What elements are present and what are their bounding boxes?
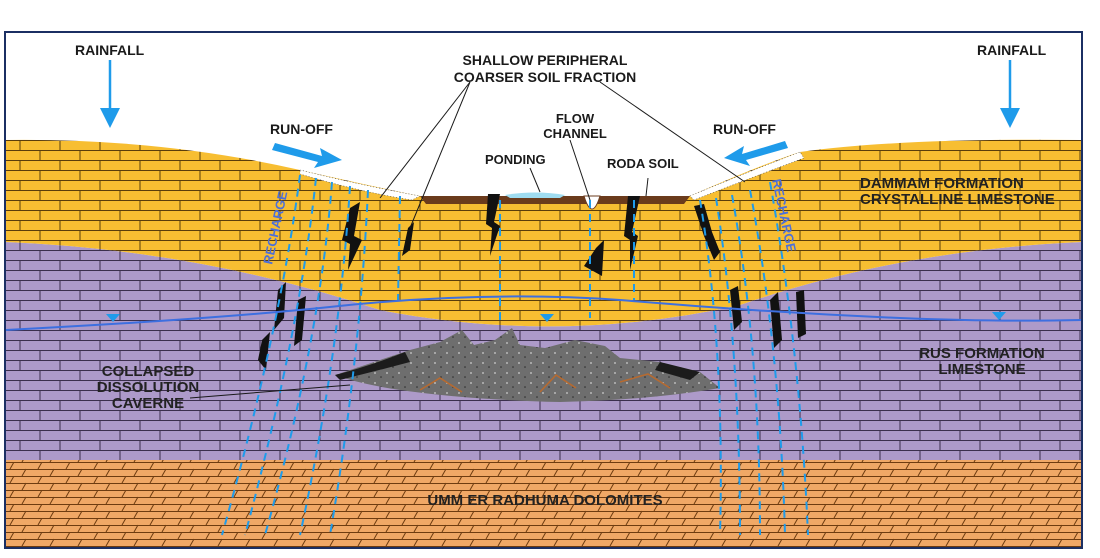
shallow-peripheral-label: SHALLOW PERIPHERAL [463,52,628,68]
collapsed-label: COLLAPSED [102,363,195,380]
umm-er-radhuma-label: UMM ER RADHUMA DOLOMITES [427,492,662,509]
leader-lines [189,81,746,399]
flow-channel-notch [583,195,601,210]
crystalline-limestone-label: CRYSTALLINE LIMESTONE [860,191,1055,208]
rus-formation-label: RUS FORMATION [919,345,1045,362]
dissolution-label: DISSOLUTION [97,379,200,396]
coarse-soil-fraction [299,169,421,201]
rus-limestone-label: LIMESTONE [938,361,1025,378]
water-table-marker-center [540,314,554,322]
flow-label: FLOW [556,111,595,126]
rainfall-label-right: RAINFALL [977,42,1047,58]
roda-soil-label: RODA SOIL [607,156,679,171]
water-table-marker-right [992,312,1006,320]
ponding-water [505,192,565,198]
dammam-formation-layer [6,139,1081,327]
dammam-formation-label: DAMMAM FORMATION [860,175,1024,192]
water-table-marker-left [106,314,120,322]
channel-label: CHANNEL [543,126,607,141]
coarse-soil-fraction-right [689,151,805,201]
runoff-arrow-left [272,143,342,168]
umm-er-radhuma-layer [6,460,1081,547]
ponding-label: PONDING [485,152,546,167]
runoff-arrow-right [724,141,788,166]
recharge-flow-lines [221,174,809,536]
coarser-soil-fraction-label: COARSER SOIL FRACTION [454,69,637,85]
runoff-label-left: RUN-OFF [270,121,333,137]
cavern-dark-top-right [655,362,700,380]
runoff-label-right: RUN-OFF [713,121,776,137]
water-table-line [5,295,1082,331]
rainfall-label-left: RAINFALL [75,42,145,58]
cavern-fracture-lines [419,373,671,393]
caverne-label: CAVERNE [112,395,184,412]
